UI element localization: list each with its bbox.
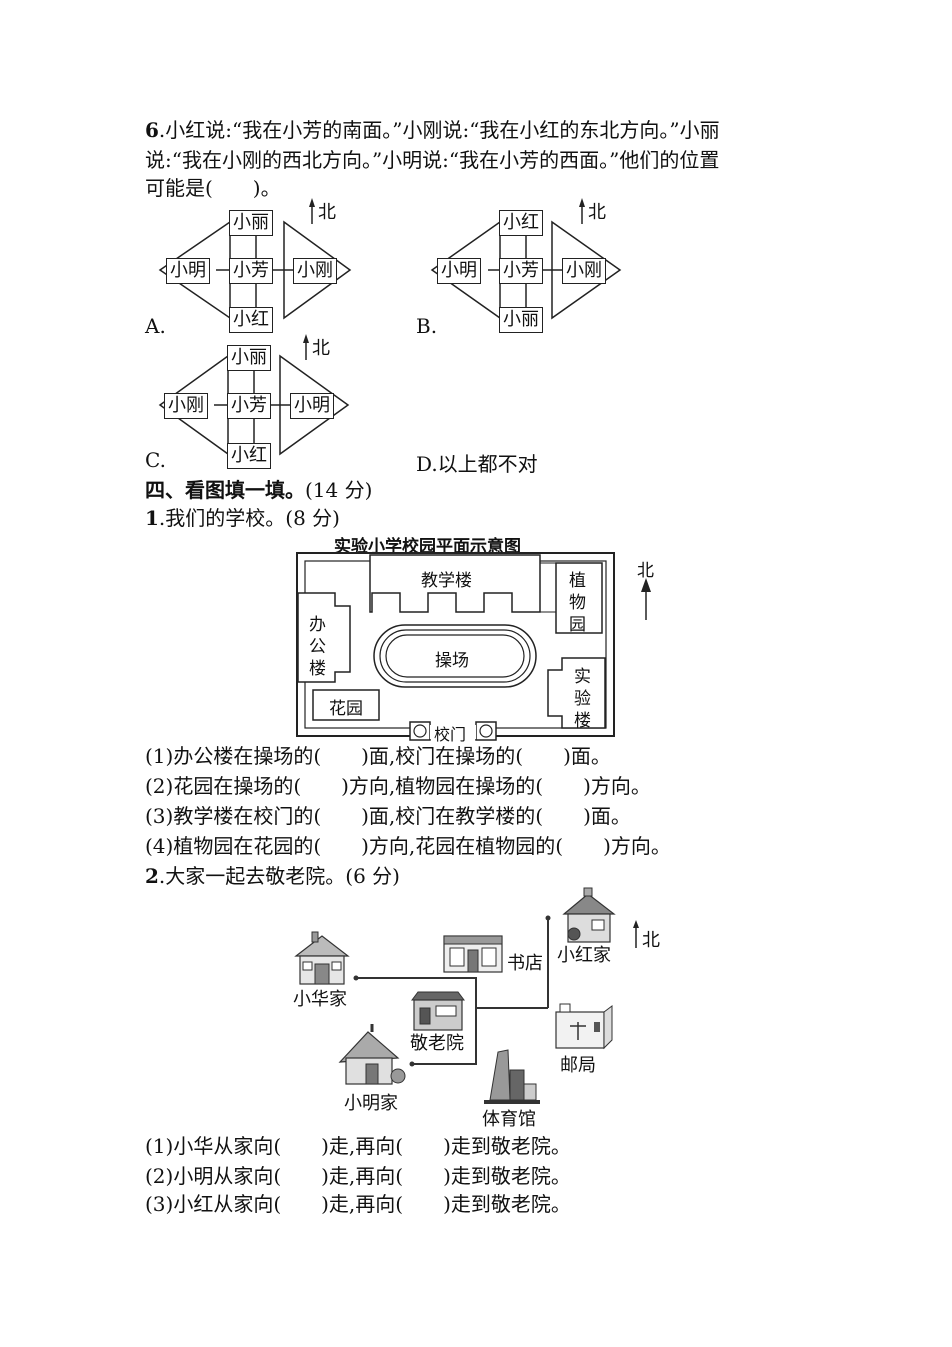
option-a-left: 小明 — [166, 258, 210, 284]
q2-title-line: 2.大家一起去敬老院。(6 分) — [145, 862, 400, 890]
teaching-building-label: 教学楼 — [421, 571, 472, 591]
section-4-heading: 四、看图填一填。(14 分) — [145, 476, 372, 504]
option-c-left: 小刚 — [164, 393, 208, 419]
xiaohong-home-label: 小红家 — [557, 945, 611, 966]
xiaoming-home-label: 小明家 — [344, 1093, 398, 1114]
section-4-score: (14 分) — [305, 478, 373, 502]
option-b-top: 小红 — [499, 210, 543, 236]
office-building-label-1: 办 — [309, 615, 326, 635]
q2-item-1: (1)小华从家向( )走,再向( )走到敬老院。 — [145, 1134, 571, 1158]
option-c-bottom: 小红 — [227, 443, 271, 469]
option-b-center: 小芳 — [499, 258, 543, 284]
q2-item-3: (3)小红从家向( )走,再向( )走到敬老院。 — [145, 1192, 571, 1216]
q1-item-2: (2)花园在操场的( )方向,植物园在操场的( )方向。 — [145, 774, 651, 798]
post-office-icon — [555, 1003, 613, 1050]
option-a-center: 小芳 — [229, 258, 273, 284]
q1-item-3: (3)教学楼在校门的( )面,校门在教学楼的( )面。 — [145, 804, 631, 828]
q1-title: .我们的学校。(8 分) — [158, 506, 340, 530]
q6-line3: 可能是( )。 — [145, 176, 281, 200]
q6-line2: 说:“我在小刚的西北方向。”小明说:“我在小芳的西面。”他们的位置 — [145, 148, 720, 172]
route-north-label: 北 — [642, 930, 660, 951]
lab-building-label-3: 楼 — [574, 711, 591, 731]
lab-building-label-1: 实 — [574, 667, 591, 687]
xiaohua-home-label: 小华家 — [293, 989, 347, 1010]
q2-title: .大家一起去敬老院。(6 分) — [158, 864, 400, 888]
option-b-left: 小明 — [437, 258, 481, 284]
nursing-home-icon — [411, 991, 465, 1031]
option-c-center: 小芳 — [227, 393, 271, 419]
xiaohong-house-icon — [562, 887, 616, 943]
q2-item-2: (2)小明从家向( )走,再向( )走到敬老院。 — [145, 1164, 571, 1188]
gate-label: 校门 — [434, 725, 467, 744]
post-office-label: 邮局 — [560, 1055, 596, 1076]
garden-label: 花园 — [329, 699, 363, 719]
plant-garden-label-2: 物 — [569, 593, 586, 613]
plant-garden-label-3: 园 — [569, 615, 586, 635]
q1-item-1: (1)办公楼在操场的( )面,校门在操场的( )面。 — [145, 744, 611, 768]
option-a-label: A. — [145, 314, 166, 338]
option-b-right: 小刚 — [562, 258, 606, 284]
gym-icon — [484, 1049, 540, 1104]
q6-line1: 6.小红说:“我在小芳的南面。”小刚说:“我在小红的东北方向。”小丽 — [145, 116, 720, 144]
bookstore-icon — [443, 935, 503, 973]
option-c-right: 小明 — [290, 393, 334, 419]
gym-label: 体育馆 — [482, 1109, 536, 1130]
campus-north-label: 北 — [637, 561, 654, 581]
option-a-north-label: 北 — [318, 202, 336, 223]
option-d-label: D.以上都不对 — [416, 452, 538, 476]
option-a-top: 小丽 — [229, 210, 273, 236]
option-a-right: 小刚 — [293, 258, 337, 284]
office-building-label-3: 楼 — [309, 659, 326, 679]
q6-text1: .小红说:“我在小芳的南面。”小刚说:“我在小红的东北方向。”小丽 — [158, 118, 720, 142]
q1-item-4: (4)植物园在花园的( )方向,花园在植物园的( )方向。 — [145, 834, 671, 858]
campus-map-drawing — [296, 552, 651, 741]
section-4-title: 四、看图填一填。 — [145, 478, 305, 502]
bookstore-label: 书店 — [507, 953, 543, 974]
office-building-label-2: 公 — [309, 637, 326, 657]
playground-label: 操场 — [435, 651, 469, 671]
xiaohua-house-icon — [294, 931, 350, 985]
option-b-north-label: 北 — [588, 202, 606, 223]
option-c-top: 小丽 — [227, 345, 271, 371]
option-c-north-label: 北 — [312, 338, 330, 359]
nursing-home-label: 敬老院 — [410, 1033, 464, 1054]
option-b-label: B. — [416, 314, 438, 338]
option-b-bottom: 小丽 — [499, 307, 543, 333]
lab-building-label-2: 验 — [574, 689, 591, 709]
q1-title-line: 1.我们的学校。(8 分) — [145, 504, 340, 532]
q1-number: 1 — [145, 506, 159, 530]
option-a-bottom: 小红 — [229, 307, 273, 333]
q2-number: 2 — [145, 864, 159, 888]
option-c-label: C. — [145, 448, 166, 472]
xiaoming-house-icon — [338, 1024, 406, 1085]
route-map-drawing — [294, 887, 639, 1104]
plant-garden-label-1: 植 — [569, 571, 586, 591]
q6-number: 6 — [145, 118, 159, 142]
